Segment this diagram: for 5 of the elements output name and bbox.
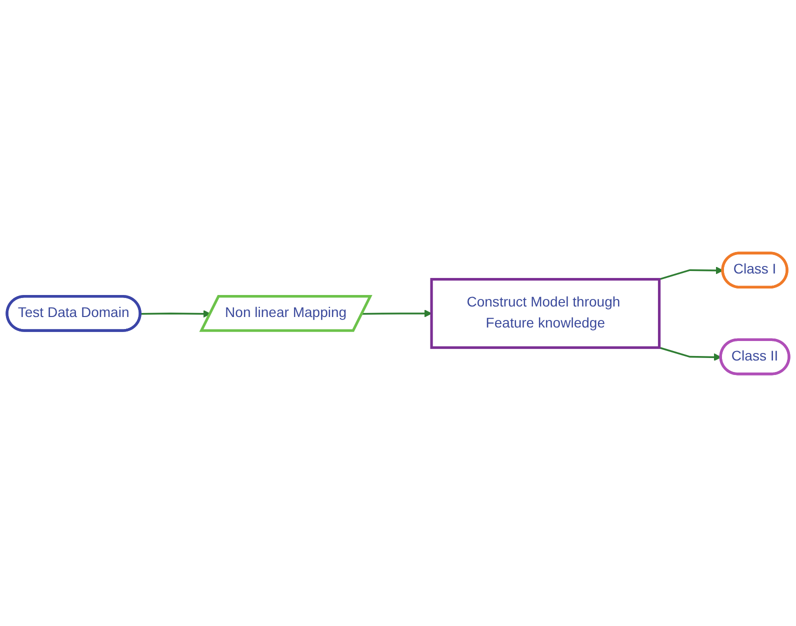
arrow: [140, 310, 211, 318]
arrow: [659, 346, 722, 361]
arrow: [659, 266, 724, 280]
node-box: Construct Model through Feature knowledge: [430, 278, 661, 348]
arrow: [362, 309, 432, 317]
